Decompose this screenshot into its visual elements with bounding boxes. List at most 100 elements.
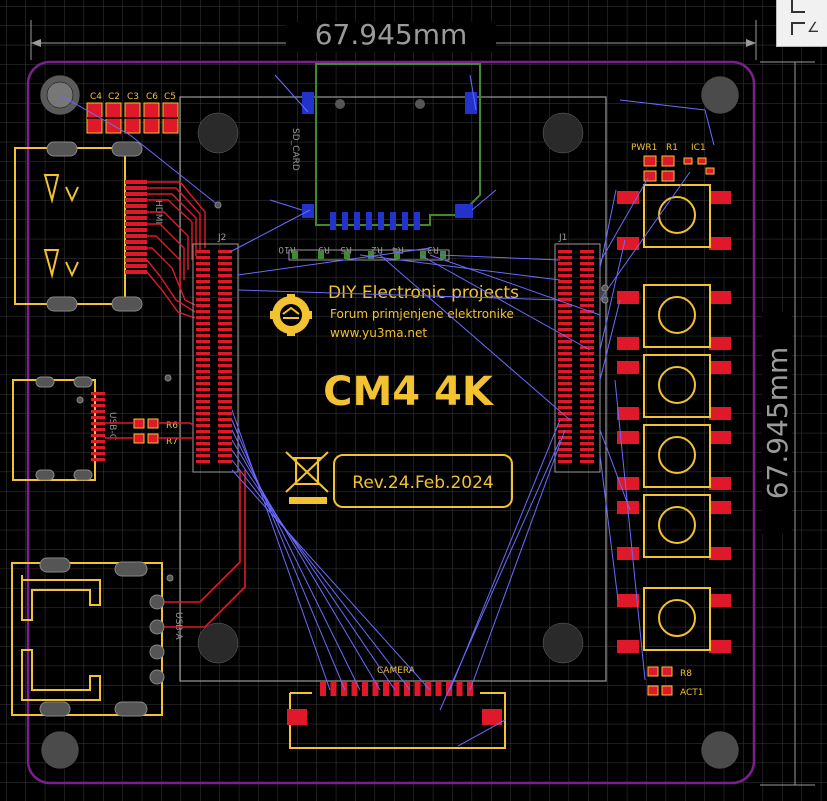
connector-pad — [580, 262, 594, 265]
push-buttons[interactable] — [617, 184, 731, 653]
connector-pad — [580, 334, 594, 337]
button-pad — [617, 407, 639, 420]
capacitor-array[interactable]: C4 C2 C3 C6 C5 — [86, 92, 179, 134]
ratsnest-line — [599, 299, 621, 381]
ratsnest-line — [231, 429, 361, 691]
ref-r4: R4 — [392, 244, 404, 254]
editor-toolbox[interactable]: ∠ — [776, 0, 827, 47]
ref-r10: R10 — [278, 244, 296, 254]
connector-pad — [218, 268, 232, 271]
connector-pad — [218, 304, 232, 307]
connector-pad — [558, 376, 572, 379]
power-led-area[interactable]: PWR1 R1 IC1 — [631, 143, 715, 182]
ratsnest-line — [379, 254, 571, 421]
connector-pad — [196, 292, 210, 295]
revision-box: Rev.24.Feb.2024 — [333, 454, 513, 508]
connector-pad — [196, 370, 210, 373]
connector-pad — [196, 388, 210, 391]
connector-pad — [196, 286, 210, 289]
connector-pad — [580, 340, 594, 343]
connector-pad — [218, 340, 232, 343]
ratsnest-lines — [59, 74, 715, 747]
connector-pad — [218, 292, 232, 295]
connector-pad — [196, 442, 210, 445]
connector-pad — [218, 376, 232, 379]
connector-pad — [580, 352, 594, 355]
button-pad — [617, 291, 639, 304]
ratsnest-line — [599, 454, 619, 601]
connector-pad — [558, 412, 572, 415]
connector-pad — [218, 328, 232, 331]
angle-icon[interactable]: ∠ — [807, 20, 820, 36]
usb-a-connector[interactable]: USB-A — [11, 470, 246, 717]
connector-pad — [196, 418, 210, 421]
ref-c3: C3 — [127, 92, 139, 102]
button-pad — [709, 547, 731, 560]
connector-pad — [196, 310, 210, 313]
ratsnest-line — [231, 459, 411, 691]
button-cap — [658, 436, 696, 474]
button-pad — [617, 640, 639, 653]
usb-c-connector[interactable]: USB-C R6 R7 — [12, 376, 194, 481]
connector-pad — [580, 436, 594, 439]
connector-pad — [218, 400, 232, 403]
connector-pad — [218, 262, 232, 265]
connector-pad — [218, 358, 232, 361]
connector-pad — [558, 352, 572, 355]
mounting-holes — [39, 74, 740, 770]
ratsnest-line — [449, 419, 561, 691]
ref-r5: R5 — [340, 244, 352, 254]
ref-r1: R1 — [666, 143, 678, 153]
connector-pad — [580, 424, 594, 427]
connector-pad — [558, 370, 572, 373]
camera-pad — [383, 682, 389, 696]
ref-r2: R2 — [371, 244, 383, 254]
connector-pad — [196, 406, 210, 409]
connector-pad — [580, 346, 594, 349]
connector-pad — [218, 346, 232, 349]
connector-pad — [580, 418, 594, 421]
button-pad — [617, 191, 639, 204]
dimension-vertical-label: 67.945mm — [761, 347, 794, 500]
connector-pad — [580, 394, 594, 397]
connector-pad — [558, 442, 572, 445]
connector-pad — [196, 262, 210, 265]
connector-j1[interactable]: J1 — [554, 233, 605, 473]
connector-pad — [218, 310, 232, 313]
connector-pad — [196, 328, 210, 331]
connector-pad — [218, 250, 232, 253]
connector-pad — [196, 256, 210, 259]
connector-pad — [580, 316, 594, 319]
connector-pad — [218, 298, 232, 301]
corner-icon[interactable] — [791, 22, 805, 35]
connector-j2[interactable]: J2 — [192, 233, 239, 473]
connector-pad — [558, 292, 572, 295]
connector-pad — [580, 358, 594, 361]
logo-url: www.yu3ma.net — [330, 326, 427, 340]
ratsnest-line — [229, 209, 311, 253]
connector-pad — [196, 316, 210, 319]
camera-pad — [435, 682, 442, 696]
route-icon[interactable] — [791, 0, 805, 13]
ref-r6: R6 — [166, 421, 178, 431]
sd-card-slot[interactable]: SD_CARD — [290, 63, 481, 230]
ref-r3: R3 — [427, 244, 439, 254]
logo-gear-icon — [270, 294, 312, 336]
camera-pad — [456, 682, 463, 696]
connector-pad — [558, 286, 572, 289]
button-cap — [658, 296, 696, 334]
ratsnest-line — [269, 199, 303, 211]
connector-pad — [196, 298, 210, 301]
activity-led-area[interactable]: R8 ACT1 — [647, 666, 704, 698]
button-pad — [709, 501, 731, 514]
ratsnest-line — [59, 94, 131, 136]
connector-pad — [218, 406, 232, 409]
connector-pad — [196, 400, 210, 403]
board-outline — [26, 60, 756, 785]
connector-pad — [558, 406, 572, 409]
ratsnest-line — [359, 254, 561, 281]
connector-pad — [558, 280, 572, 283]
ratsnest-line — [231, 409, 331, 691]
hdmi-connector[interactable]: HDMI — [14, 141, 206, 319]
